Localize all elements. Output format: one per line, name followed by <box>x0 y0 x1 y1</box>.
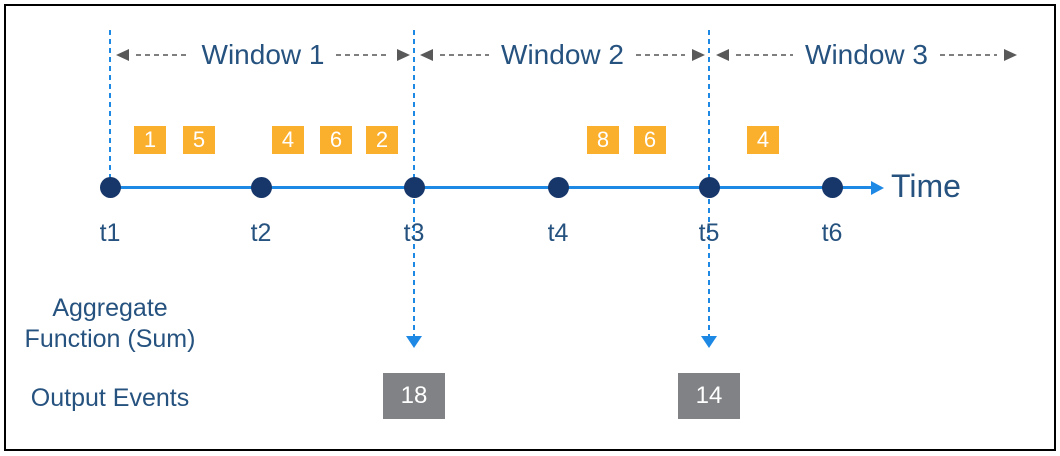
dashed-line <box>635 54 685 56</box>
timeline-dot-t3 <box>404 177 425 198</box>
output-events-label: Output Events <box>30 384 190 412</box>
window-boundary-line-t1 <box>109 30 111 179</box>
input-event-box: 6 <box>634 126 666 154</box>
output-arrow-line-t5 <box>708 199 710 337</box>
window-1-span: Window 1 <box>116 38 410 72</box>
dashed-line <box>336 54 390 56</box>
tick-label-t2: t2 <box>250 219 272 247</box>
diagram-border <box>4 4 1056 451</box>
input-event-box: 1 <box>134 126 166 154</box>
timeline-dot-t1 <box>100 177 121 198</box>
timeline-dot-t2 <box>251 177 272 198</box>
arrow-down-icon <box>701 336 717 348</box>
output-event-box: 14 <box>678 373 740 419</box>
window-3-label: Window 3 <box>805 39 928 70</box>
output-arrow-line-t3 <box>413 199 415 337</box>
input-event-box: 2 <box>366 126 398 154</box>
tick-label-t4: t4 <box>547 219 569 247</box>
window-1-label: Window 1 <box>201 39 325 70</box>
input-event-box: 4 <box>272 126 304 154</box>
dashed-line <box>939 54 997 56</box>
input-event-box: 6 <box>320 126 352 154</box>
arrow-right-icon <box>397 49 410 61</box>
timeline-arrow-icon <box>871 181 884 195</box>
arrow-right-icon <box>692 49 705 61</box>
window-2-label: Window 2 <box>501 39 624 70</box>
dashed-line <box>736 54 794 56</box>
arrow-left-icon <box>716 49 729 61</box>
window-boundary-line-t5 <box>708 30 710 179</box>
output-event-box: 18 <box>383 373 445 419</box>
tick-label-t3: t3 <box>403 219 425 247</box>
arrow-down-icon <box>406 336 422 348</box>
arrow-right-icon <box>1004 49 1017 61</box>
dashed-line <box>136 54 190 56</box>
timeline-axis <box>110 186 873 189</box>
aggregate-function-label: Aggregate Function (Sum) <box>15 293 205 355</box>
aggregate-function-label-line1: Aggregate <box>52 294 168 322</box>
timeline-dot-t5 <box>699 177 720 198</box>
window-boundary-line-t3 <box>413 30 415 179</box>
tick-label-t6: t6 <box>821 219 843 247</box>
window-2-span: Window 2 <box>420 38 705 72</box>
window-3-span: Window 3 <box>716 38 1017 72</box>
arrow-left-icon <box>420 49 433 61</box>
input-event-box: 4 <box>747 126 779 154</box>
tick-label-t1: t1 <box>99 219 121 247</box>
time-axis-label: Time <box>891 168 961 204</box>
timeline-dot-t6 <box>822 177 843 198</box>
input-event-box: 5 <box>183 126 215 154</box>
aggregate-function-label-line2: Function (Sum) <box>24 325 196 353</box>
timeline-dot-t4 <box>548 177 569 198</box>
input-event-box: 8 <box>587 126 619 154</box>
dashed-line <box>440 54 490 56</box>
tick-label-t5: t5 <box>698 219 720 247</box>
arrow-left-icon <box>116 49 129 61</box>
